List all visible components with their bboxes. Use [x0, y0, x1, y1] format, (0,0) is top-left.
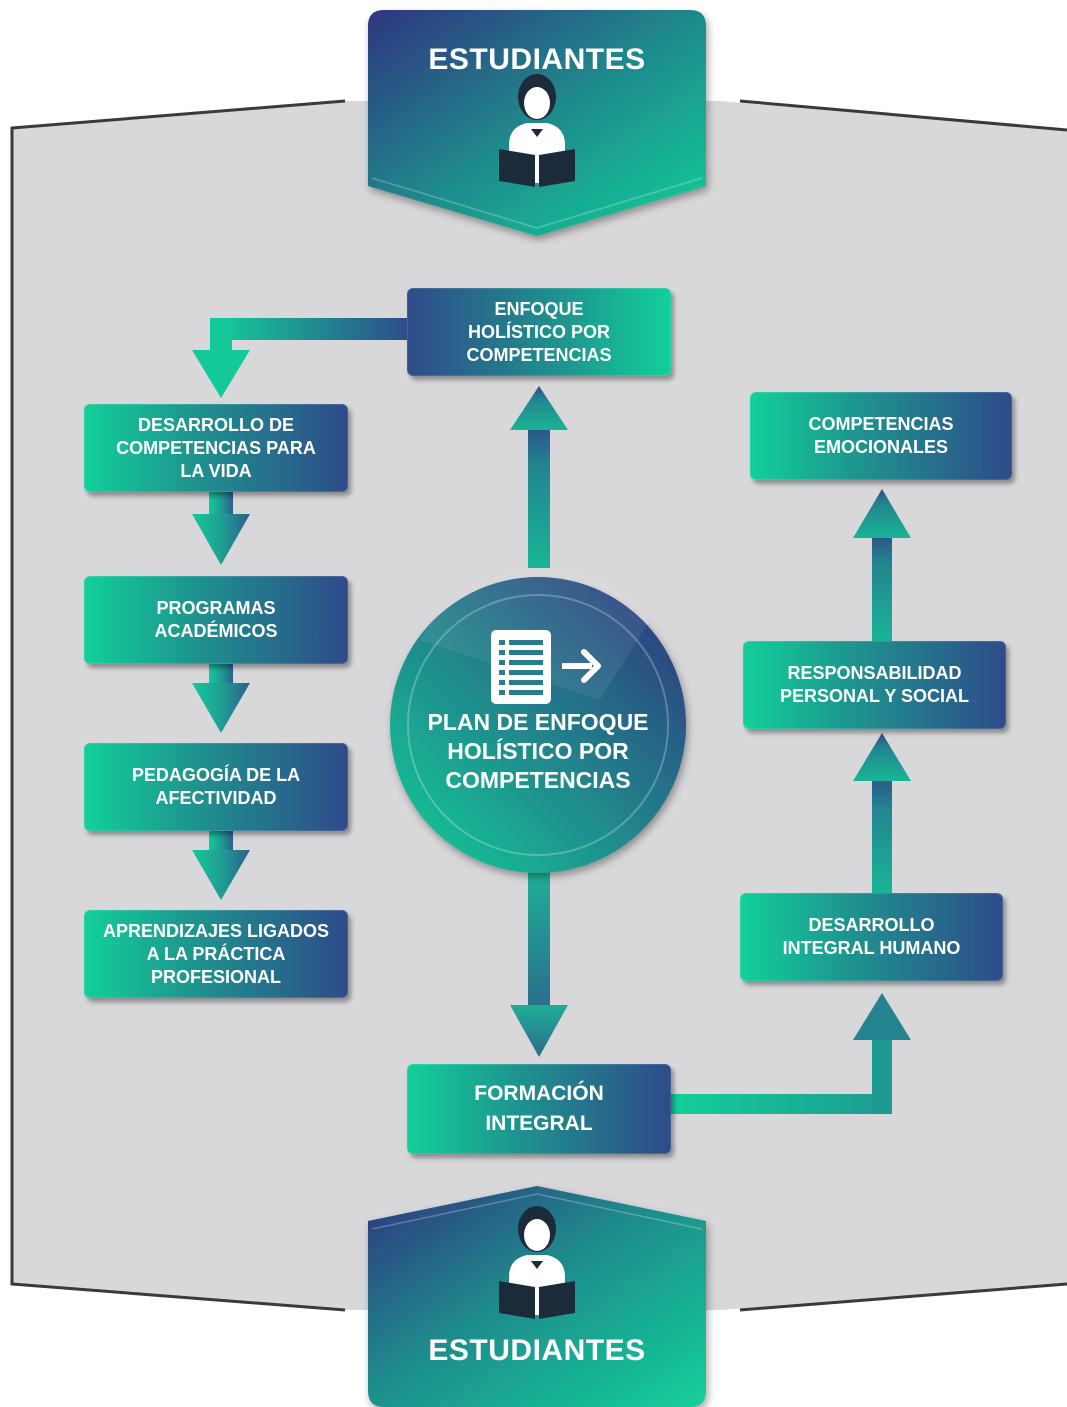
header-title: ESTUDIANTES — [428, 43, 646, 76]
box-line: FORMACIÓN — [474, 1082, 604, 1105]
box-line: AFECTIVIDAD — [155, 788, 277, 808]
up-arrow — [853, 733, 911, 894]
box-line: DESARROLLO DE — [137, 414, 294, 435]
box-line: ACADÉMICOS — [154, 621, 278, 641]
box-line: INTEGRAL — [485, 1112, 593, 1135]
box-line: LA VIDA — [180, 460, 252, 481]
footer-title: ESTUDIANTES — [428, 1334, 646, 1367]
box-programas-academicos: PROGRAMAS ACADÉMICOS — [84, 576, 348, 664]
box-line: EMOCIONALES — [813, 437, 948, 457]
box-line: HOLÍSTICO POR — [467, 321, 610, 342]
box-line: COMPETENCIAS — [466, 344, 612, 365]
student-reading-icon — [499, 1206, 575, 1319]
connector-top-to-left — [192, 318, 410, 398]
box-line: PEDAGOGÍA DE LA — [131, 765, 301, 785]
box-pedagogia-afectividad: PEDAGOGÍA DE LA AFECTIVIDAD — [84, 743, 348, 831]
up-arrow — [853, 489, 911, 642]
connector-bottom-to-right — [668, 993, 911, 1114]
down-arrow — [192, 664, 250, 733]
box-desarrollo-competencias: DESARROLLO DE COMPETENCIAS PARA LA VIDA — [84, 404, 348, 492]
box-enfoque-holistico: ENFOQUE HOLÍSTICO POR COMPETENCIAS — [407, 288, 671, 376]
box-responsabilidad-personal: RESPONSABILIDAD PERSONAL Y SOCIAL — [743, 641, 1006, 729]
box-line: RESPONSABILIDAD — [787, 663, 962, 683]
box-line: APRENDIZAJES LIGADOS — [102, 920, 330, 941]
box-line: ENFOQUE — [494, 298, 584, 319]
up-arrow-center — [510, 386, 568, 568]
box-line: PERSONAL Y SOCIAL — [779, 686, 970, 706]
frame-top-right — [739, 99, 1067, 132]
box-line: PROFESIONAL — [150, 966, 281, 987]
box-line: COMPETENCIAS PARA — [116, 437, 316, 458]
student-reading-icon — [499, 74, 575, 187]
box-desarrollo-integral-humano: DESARROLLO INTEGRAL HUMANO — [740, 893, 1003, 981]
frame-bottom-right — [739, 1282, 1067, 1312]
box-line: INTEGRAL HUMANO — [782, 938, 961, 958]
box-formacion-integral: FORMACIÓN INTEGRAL — [407, 1064, 671, 1154]
box-line: COMPETENCIAS — [808, 414, 954, 434]
box-line: DESARROLLO — [808, 915, 935, 935]
box-line: PROGRAMAS — [156, 598, 276, 618]
down-arrow-center — [510, 872, 568, 1057]
box-competencias-emocionales: COMPETENCIAS EMOCIONALES — [750, 392, 1012, 480]
down-arrow — [192, 492, 250, 565]
document-arrow-icon — [491, 630, 601, 704]
down-arrow — [192, 831, 250, 900]
frame-left — [10, 99, 346, 1312]
box-line: A LA PRÁCTICA — [146, 943, 286, 964]
box-aprendizajes-ligados: APRENDIZAJES LIGADOS A LA PRÁCTICA PROFE… — [84, 910, 348, 998]
